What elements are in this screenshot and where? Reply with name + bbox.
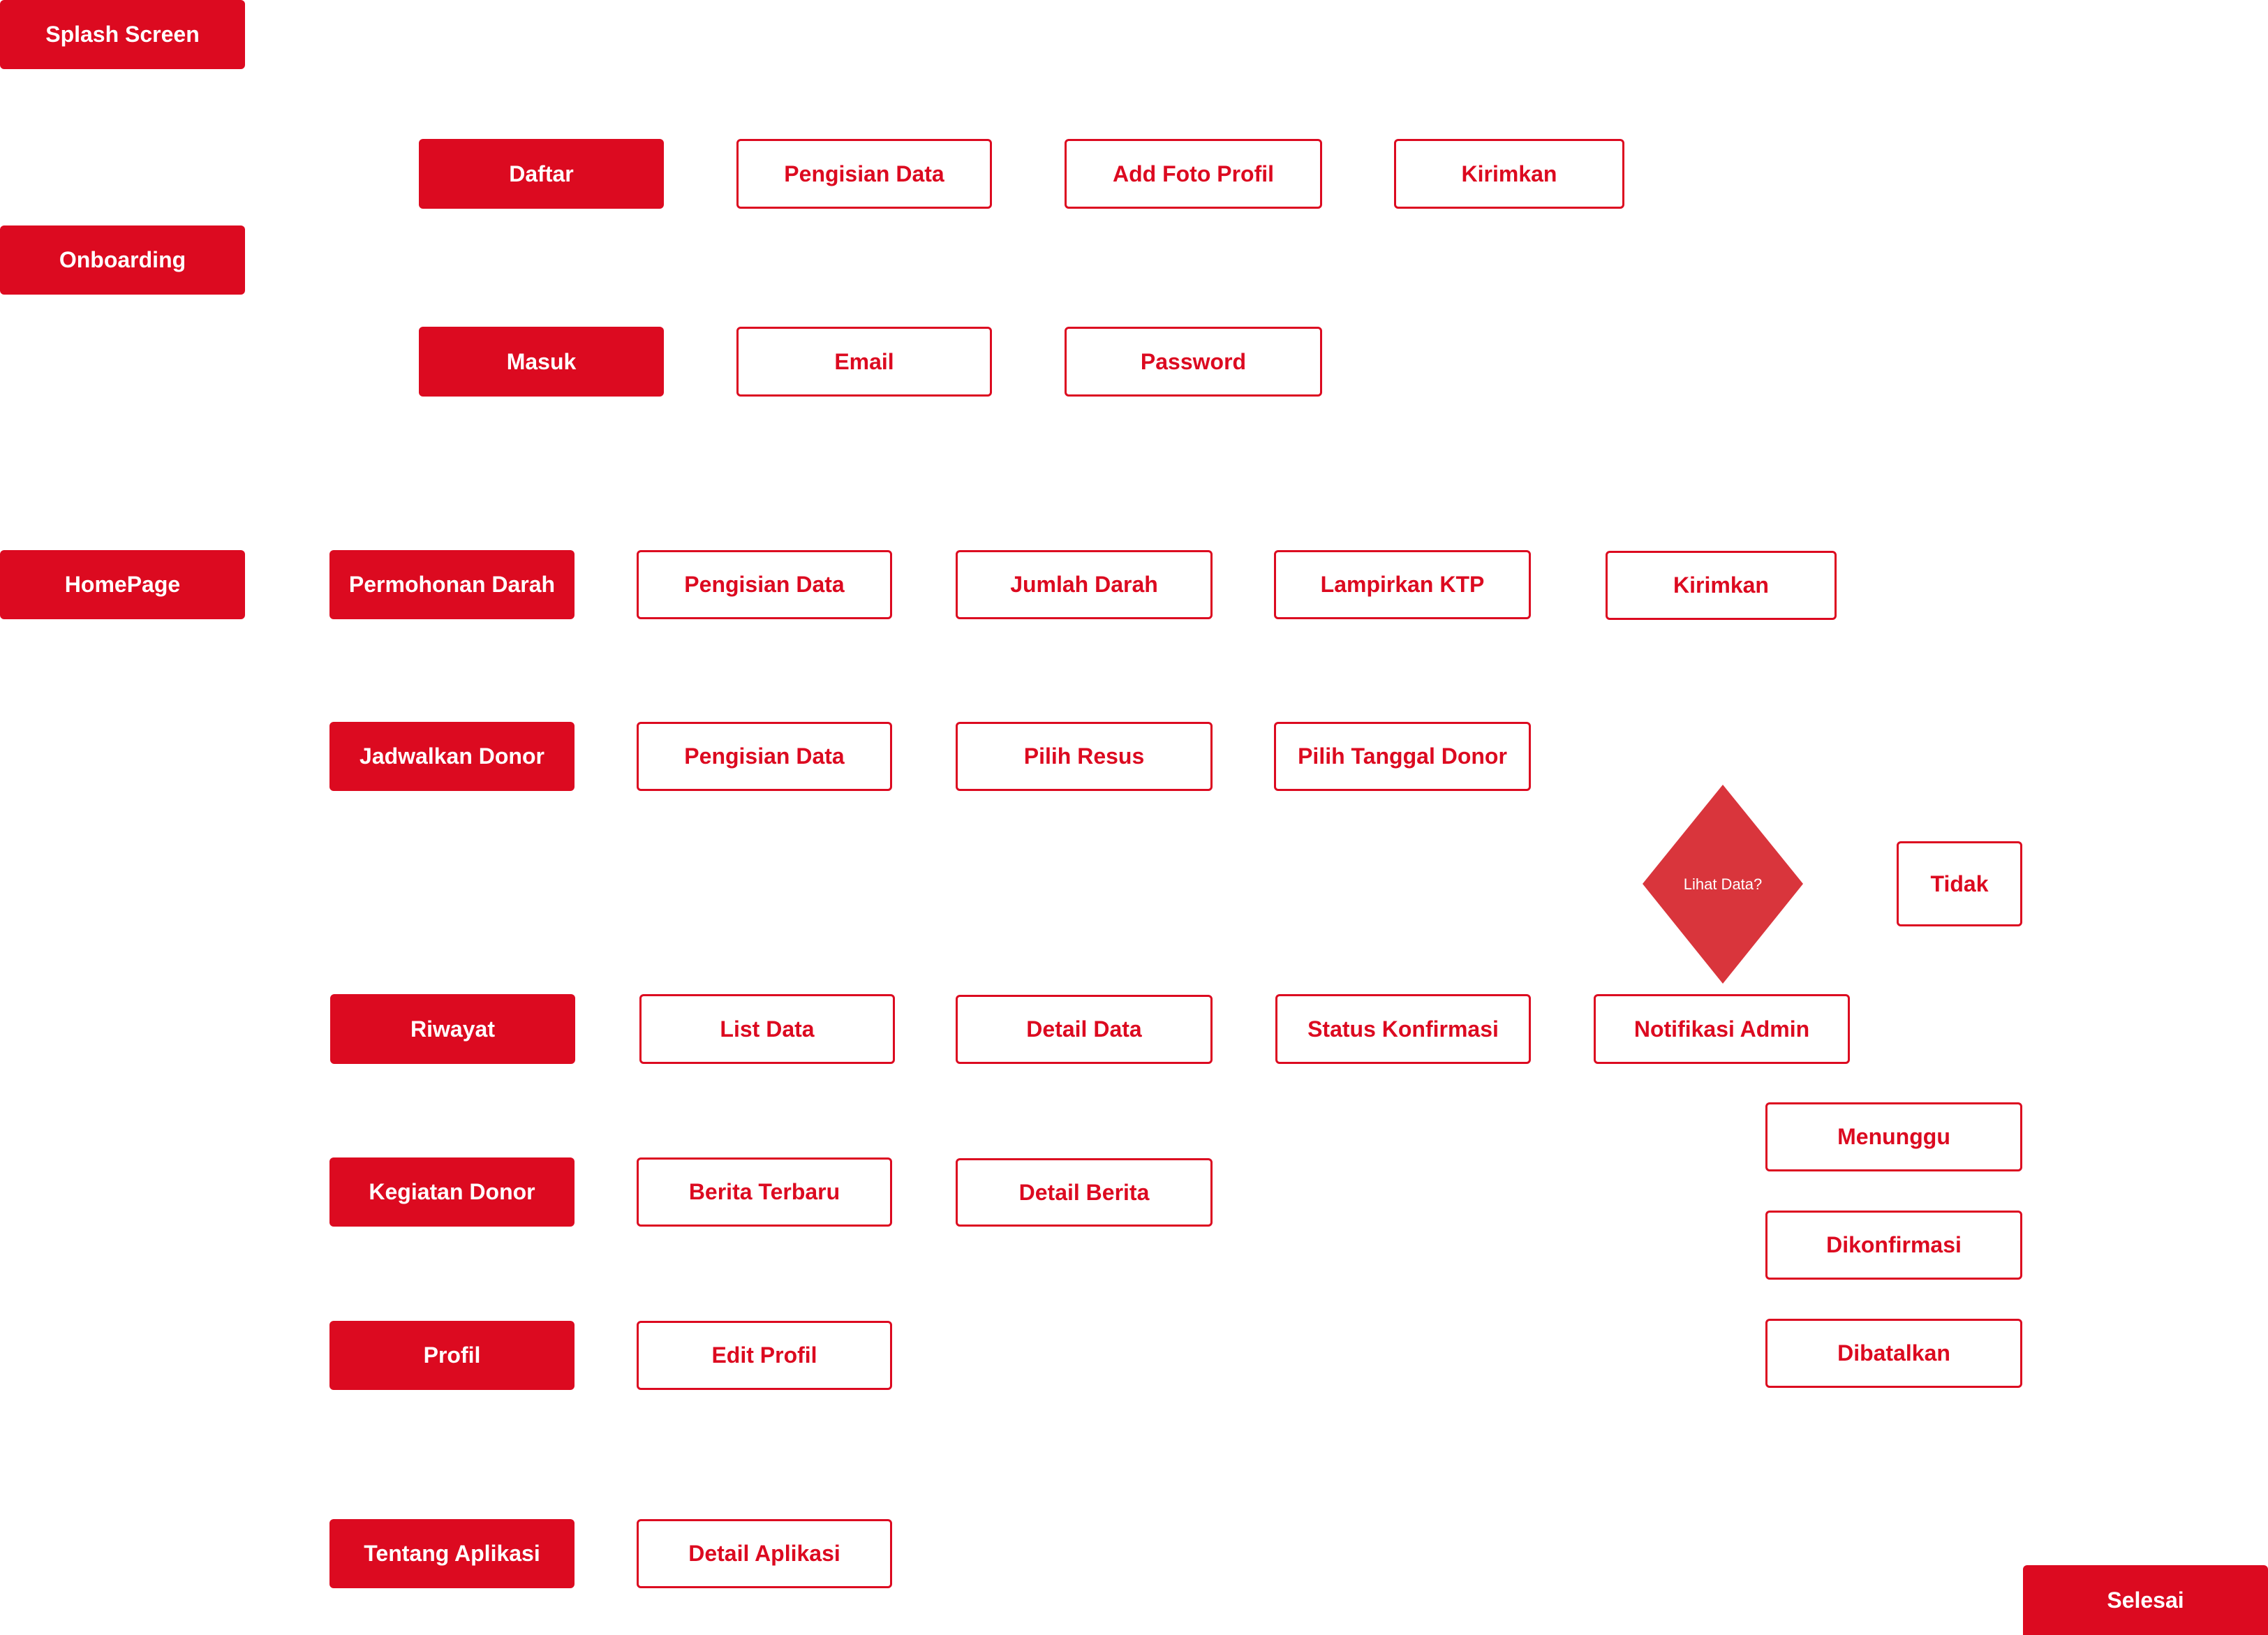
decision-question: Lihat Data? [1683,875,1763,893]
node-detail-aplikasi[interactable]: Detail Aplikasi [637,1519,892,1588]
node-pilih-tanggal-donor[interactable]: Pilih Tanggal Donor [1274,722,1531,791]
node-profil[interactable]: Profil [329,1321,575,1390]
node-status-menunggu[interactable]: Menunggu [1765,1102,2022,1171]
node-daftar-pengisian-data[interactable]: Pengisian Data [736,139,992,209]
node-tentang-aplikasi[interactable]: Tentang Aplikasi [329,1519,575,1588]
node-jumlah-darah[interactable]: Jumlah Darah [956,550,1213,619]
decision-diamond-polygon [1643,785,1803,984]
node-status-dibatalkan[interactable]: Dibatalkan [1765,1319,2022,1388]
node-add-foto-profil[interactable]: Add Foto Profil [1065,139,1322,209]
node-masuk[interactable]: Masuk [419,327,664,397]
node-permohonan-pengisian-data[interactable]: Pengisian Data [637,550,892,619]
node-daftar[interactable]: Daftar [419,139,664,209]
node-riwayat[interactable]: Riwayat [330,994,575,1064]
node-status-konfirmasi[interactable]: Status Konfirmasi [1275,994,1531,1064]
node-jadwalkan-pengisian-data[interactable]: Pengisian Data [637,722,892,791]
decision-lihat-data[interactable]: Lihat Data? [1643,785,1803,984]
node-password[interactable]: Password [1065,327,1322,397]
node-homepage[interactable]: HomePage [0,550,245,619]
node-berita-terbaru[interactable]: Berita Terbaru [637,1157,892,1227]
node-list-data[interactable]: List Data [639,994,895,1064]
node-detail-berita[interactable]: Detail Berita [956,1158,1213,1227]
node-detail-data[interactable]: Detail Data [956,995,1213,1064]
node-jadwalkan-donor[interactable]: Jadwalkan Donor [329,722,575,791]
node-splash-screen[interactable]: Splash Screen [0,0,245,69]
node-permohonan-kirimkan[interactable]: Kirimkan [1606,551,1837,620]
node-lampirkan-ktp[interactable]: Lampirkan KTP [1274,550,1531,619]
node-notifikasi-admin[interactable]: Notifikasi Admin [1594,994,1850,1064]
node-permohonan-darah[interactable]: Permohonan Darah [329,550,575,619]
decision-diamond-shape [1643,785,1803,984]
node-daftar-kirimkan[interactable]: Kirimkan [1394,139,1624,209]
node-onboarding[interactable]: Onboarding [0,225,245,295]
node-kegiatan-donor[interactable]: Kegiatan Donor [329,1157,575,1227]
node-tidak[interactable]: Tidak [1897,841,2022,926]
node-selesai[interactable]: Selesai [2023,1565,2268,1635]
node-status-dikonfirmasi[interactable]: Dikonfirmasi [1765,1211,2022,1280]
node-edit-profil[interactable]: Edit Profil [637,1321,892,1390]
node-email[interactable]: Email [736,327,992,397]
node-pilih-resus[interactable]: Pilih Resus [956,722,1213,791]
